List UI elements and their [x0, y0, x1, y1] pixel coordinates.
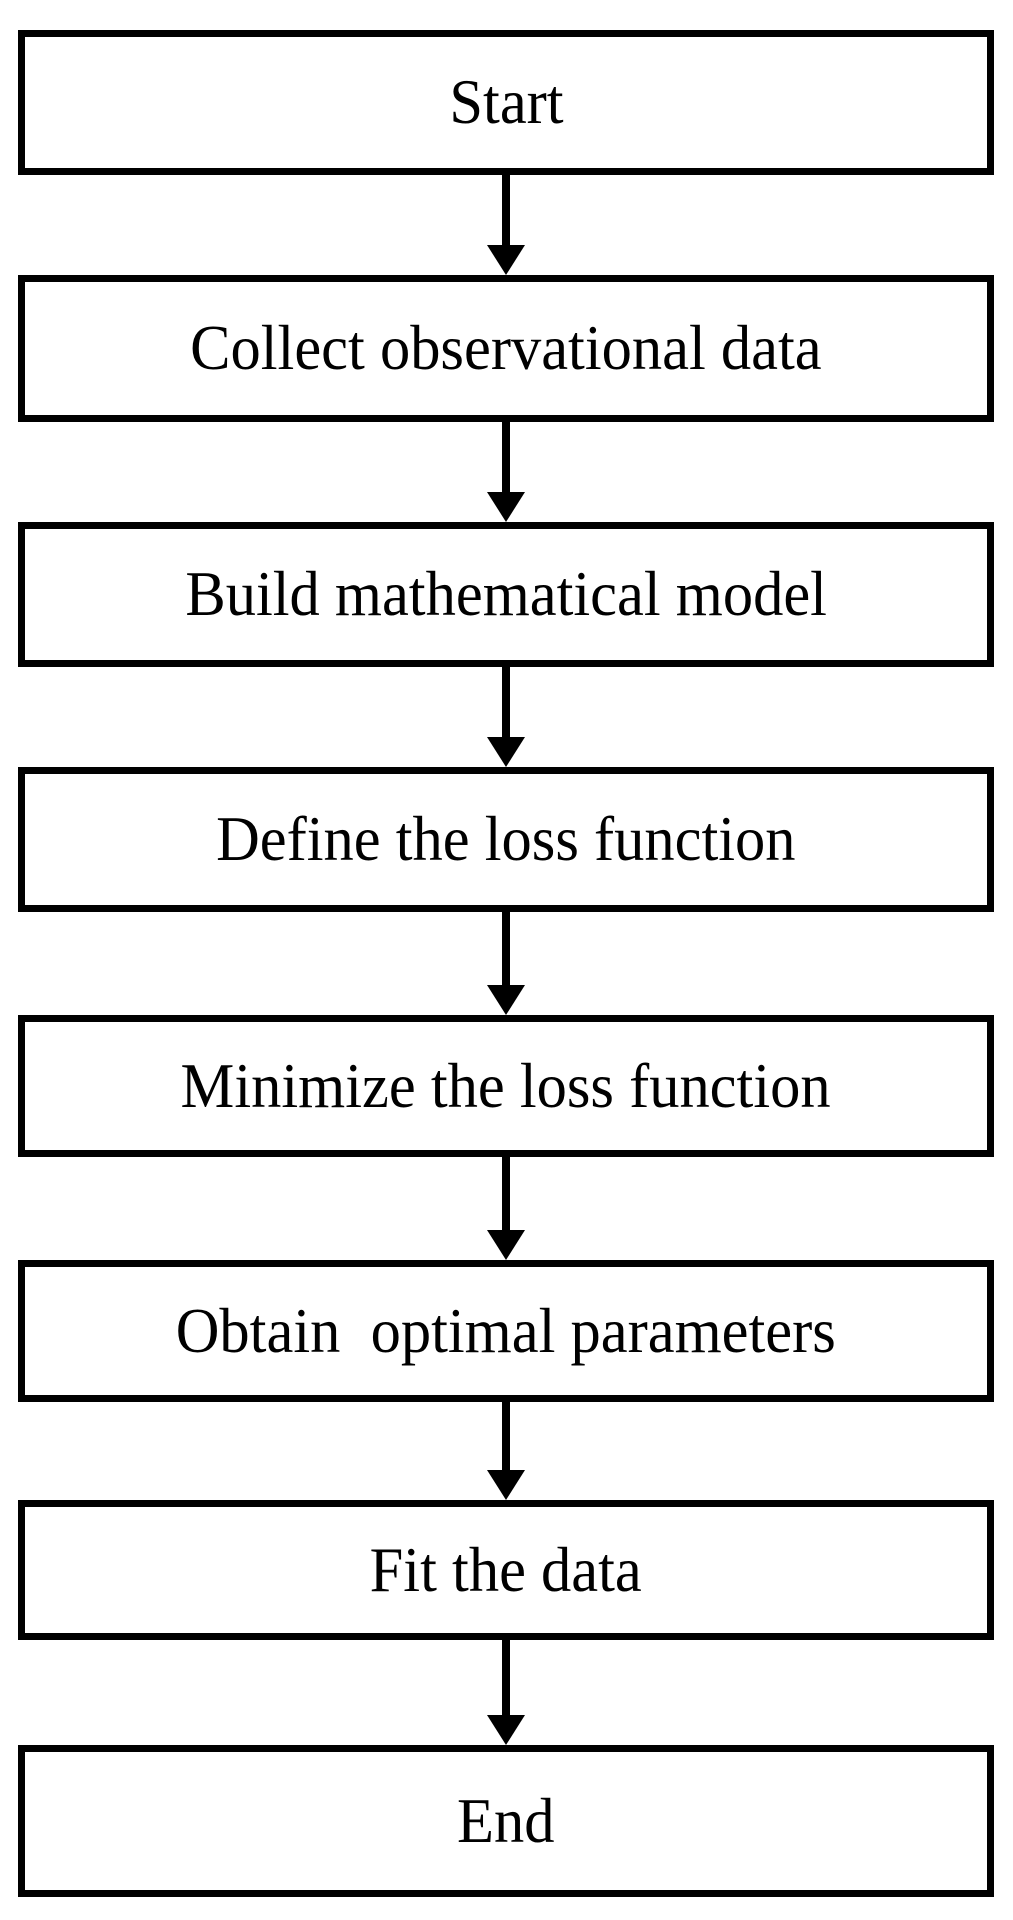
flow-node-build-mathematical-model[interactable]: Build mathematical model — [18, 522, 994, 667]
arrow-shaft — [502, 912, 510, 985]
flow-arrow-start-to-collect — [486, 175, 526, 275]
flow-node-label: Obtain optimal parameters — [175, 1295, 837, 1366]
flow-arrow-fit-to-end — [486, 1640, 526, 1745]
flow-node-label: End — [457, 1785, 555, 1856]
flow-node-define-loss-function[interactable]: Define the loss function — [18, 767, 994, 912]
arrow-shaft — [502, 1157, 510, 1230]
flow-node-label: Fit the data — [369, 1534, 643, 1605]
flow-arrow-build-to-define — [486, 667, 526, 767]
flow-node-fit-the-data[interactable]: Fit the data — [18, 1500, 994, 1640]
arrow-head-icon — [487, 492, 525, 522]
flow-node-label: Start — [448, 67, 564, 138]
flow-node-start[interactable]: Start — [18, 30, 994, 175]
arrow-shaft — [502, 667, 510, 737]
arrow-head-icon — [487, 985, 525, 1015]
flow-node-label: Build mathematical model — [185, 559, 827, 630]
arrow-shaft — [502, 1640, 510, 1715]
arrow-head-icon — [487, 1715, 525, 1745]
arrow-shaft — [502, 422, 510, 492]
flow-arrow-obtain-to-fit — [486, 1402, 526, 1500]
flow-node-minimize-loss-function[interactable]: Minimize the loss function — [18, 1015, 994, 1157]
arrow-head-icon — [487, 1230, 525, 1260]
arrow-head-icon — [487, 245, 525, 275]
flow-node-label: Collect observational data — [190, 313, 822, 384]
flow-node-collect-observational-data[interactable]: Collect observational data — [18, 275, 994, 422]
arrow-head-icon — [487, 1470, 525, 1500]
flow-node-end[interactable]: End — [18, 1745, 994, 1897]
arrow-shaft — [502, 1402, 510, 1470]
flow-arrow-collect-to-build — [486, 422, 526, 522]
arrow-shaft — [502, 175, 510, 245]
flow-node-obtain-optimal-parameters[interactable]: Obtain optimal parameters — [18, 1260, 994, 1402]
flow-node-label: Define the loss function — [216, 804, 796, 875]
arrow-head-icon — [487, 737, 525, 767]
flow-arrow-minimize-to-obtain — [486, 1157, 526, 1260]
flow-node-label: Minimize the loss function — [180, 1050, 832, 1121]
flow-arrow-define-to-minimize — [486, 912, 526, 1015]
